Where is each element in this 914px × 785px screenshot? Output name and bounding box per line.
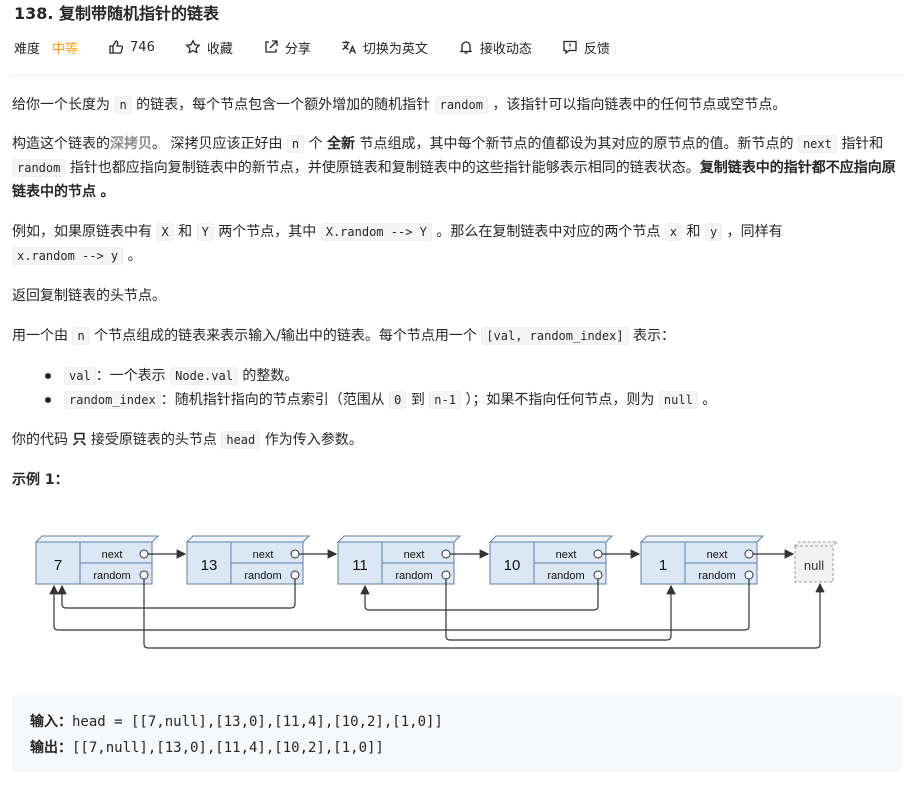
problem-toolbar: 难度 中等 746 收藏 分享 切换为英文 [14,36,640,58]
random-arrows [49,579,825,649]
node-value: 11 [352,557,368,574]
list-node: 1 next random [639,535,765,585]
random-label: random [244,570,281,582]
desc-paragraph-1: 给你一个长度为 n 的链表，每个节点包含一个额外增加的随机指针 random ，… [12,96,787,114]
output-label: 输出： [30,740,72,756]
star-icon [185,39,201,54]
list-node: 10 next random [488,535,614,585]
translate-icon [342,41,356,54]
difficulty-label: 难度 [14,41,41,57]
example-output-line: 输出：[[7,null],[13,0],[11,4],[10,2],[1,0]] [30,737,384,757]
list-node: 11 next random [336,535,462,585]
share-button[interactable]: 分享 [263,38,311,57]
notify-label: 接收动态 [479,41,532,57]
desc-paragraph-4: 返回复制链表的头节点。 [12,288,166,304]
example-input-line: 输入：head = [[7,null],[13,0],[11,4],[10,2]… [30,711,443,731]
feedback-button[interactable]: 反馈 [562,38,610,57]
random-label: random [395,570,432,582]
next-label: next [253,549,274,561]
random-label: random [698,570,735,582]
desc-paragraph-5: 用一个由 n 个节点组成的链表来表示输入/输出中的链表。每个节点用一个 [val… [12,327,676,345]
list-item: random_index：随机指针指向的节点索引（范围从 0 到 n-1 ）；如… [12,388,716,412]
format-list: val：一个表示 Node.val 的整数。 random_index：随机指针… [12,364,716,412]
next-label: next [102,549,123,561]
input-label: 输入： [30,714,72,730]
linked-list-diagram: 7 next random 13 next random 11 next ran… [34,535,839,649]
bell-icon [459,41,473,54]
list-node: 7 next random [34,535,160,585]
notify-button[interactable]: 接收动态 [458,38,532,57]
collect-button[interactable]: 收藏 [185,38,233,57]
input-value: head = [[7,null],[13,0],[11,4],[10,2],[1… [72,714,443,730]
node-value: 1 [659,557,667,574]
random-label: random [93,570,130,582]
difficulty-badge: 中等 [52,41,79,57]
header-divider [12,75,902,76]
output-value: [[7,null],[13,0],[11,4],[10,2],[1,0]] [72,740,384,756]
node-value: 13 [201,557,218,574]
feedback-label: 反馈 [583,41,610,57]
switch-language-label: 切换为英文 [362,41,428,57]
share-icon [265,40,278,53]
desc-paragraph-2: 构造这个链表的深拷贝。 深拷贝应该正好由 n 个 全新 节点组成，其中每个新节点… [12,135,896,200]
like-button[interactable]: 746 [108,39,155,55]
desc-paragraph-3: 例如，如果原链表中有 X 和 Y 两个节点，其中 X.random --> Y … [12,223,783,265]
page-title: 138. 复制带随机指针的链表 [14,4,220,23]
deep-copy-link[interactable]: 深拷贝 [110,136,152,152]
thumbs-up-icon [109,40,124,54]
switch-language-button[interactable]: 切换为英文 [341,38,428,57]
desc-paragraph-6: 你的代码 只 接受原链表的头节点 head 作为传入参数。 [12,431,363,449]
collect-label: 收藏 [206,41,233,57]
like-count: 746 [130,39,155,55]
feedback-icon [563,40,577,55]
node-value: 10 [504,557,521,574]
random-label: random [547,570,584,582]
list-node: 13 next random [185,535,311,585]
next-label: next [404,549,425,561]
null-label: null [804,558,824,573]
share-label: 分享 [284,41,311,57]
next-label: next [707,549,728,561]
difficulty: 难度 中等 [14,38,78,57]
list-item: val：一个表示 Node.val 的整数。 [12,364,716,388]
next-label: next [556,549,577,561]
null-node: null [793,541,839,583]
example-code-block: 输入：head = [[7,null],[13,0],[11,4],[10,2]… [12,695,902,772]
node-value: 7 [54,557,62,574]
example-heading: 示例 1： [12,472,69,488]
